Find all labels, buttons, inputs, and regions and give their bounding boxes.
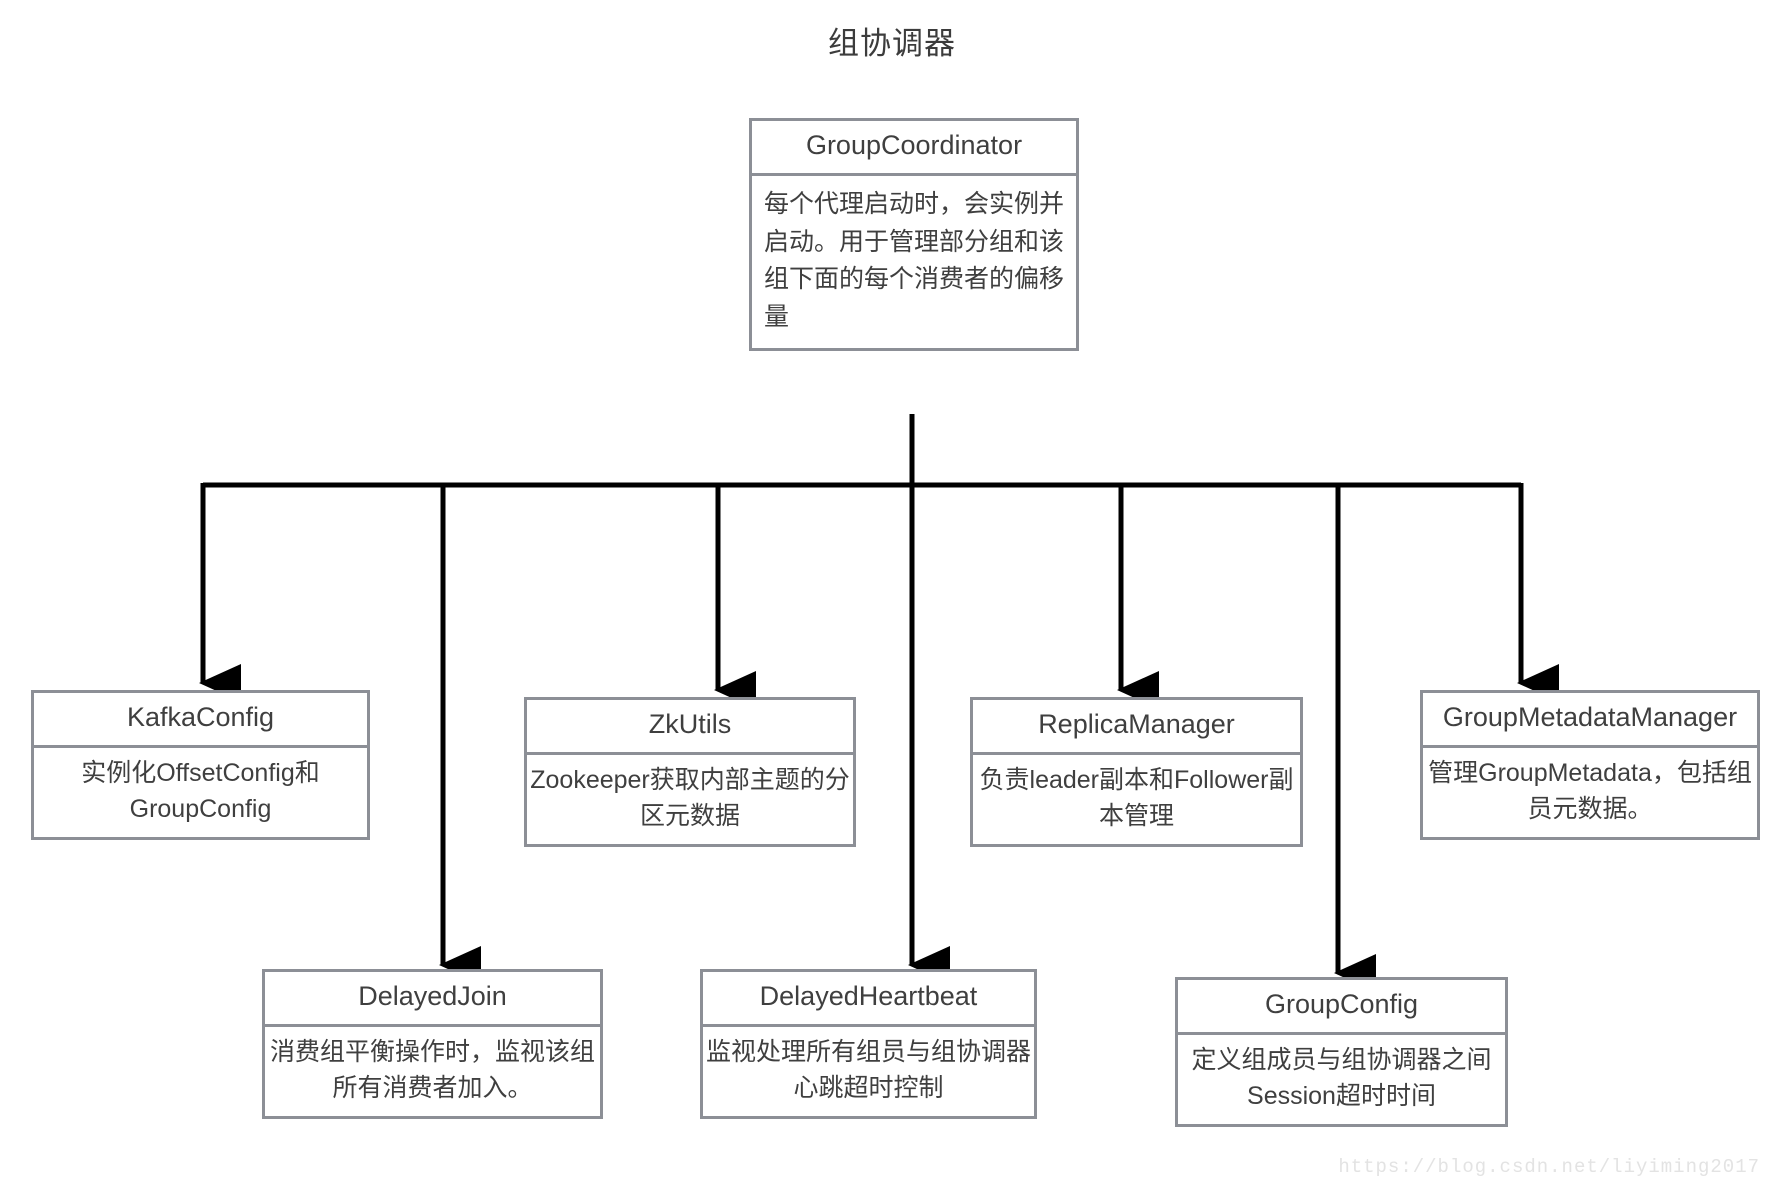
node-replica-manager[interactable]: ReplicaManager 负责leader副本和Follower副本管理 [970,697,1303,847]
node-delayed-join[interactable]: DelayedJoin 消费组平衡操作时，监视该组所有消费者加入。 [262,969,603,1119]
node-zk-utils[interactable]: ZkUtils Zookeeper获取内部主题的分区元数据 [524,697,856,847]
node-body-group-coordinator: 每个代理启动时，会实例并启动。用于管理部分组和该组下面的每个消费者的偏移量 [764,190,1065,331]
node-body-delayed-heartbeat: 监视处理所有组员与组协调器心跳超时控制 [705,1038,1031,1102]
node-group-coordinator[interactable]: GroupCoordinator 每个代理启动时，会实例并启动。用于管理部分组和… [749,118,1079,351]
node-group-config[interactable]: GroupConfig 定义组成员与组协调器之间Session超时时间 [1175,977,1508,1127]
node-body-group-metadata-manager: 管理GroupMetadata，包括组员元数据。 [1428,759,1752,823]
node-title-group-metadata-manager: GroupMetadataManager [1423,693,1757,748]
watermark: https://blog.csdn.net/liyiming2017 [1338,1156,1760,1178]
node-body-kafka-config: 实例化OffsetConfig和GroupConfig [81,759,320,823]
node-title-zk-utils: ZkUtils [527,700,853,755]
node-title-group-coordinator: GroupCoordinator [752,121,1076,176]
node-body-zk-utils: Zookeeper获取内部主题的分区元数据 [530,766,850,830]
node-body-group-config: 定义组成员与组协调器之间Session超时时间 [1191,1046,1492,1110]
node-title-delayed-heartbeat: DelayedHeartbeat [703,972,1034,1027]
node-group-metadata-manager[interactable]: GroupMetadataManager 管理GroupMetadata，包括组… [1420,690,1760,840]
node-delayed-heartbeat[interactable]: DelayedHeartbeat 监视处理所有组员与组协调器心跳超时控制 [700,969,1037,1119]
page-title: 组协调器 [828,26,956,61]
node-kafka-config[interactable]: KafkaConfig 实例化OffsetConfig和GroupConfig [31,690,370,840]
node-body-replica-manager: 负责leader副本和Follower副本管理 [979,766,1294,830]
node-title-group-config: GroupConfig [1178,980,1505,1035]
node-body-delayed-join: 消费组平衡操作时，监视该组所有消费者加入。 [269,1038,595,1102]
node-title-replica-manager: ReplicaManager [973,700,1300,755]
node-title-kafka-config: KafkaConfig [34,693,367,748]
node-title-delayed-join: DelayedJoin [265,972,600,1027]
